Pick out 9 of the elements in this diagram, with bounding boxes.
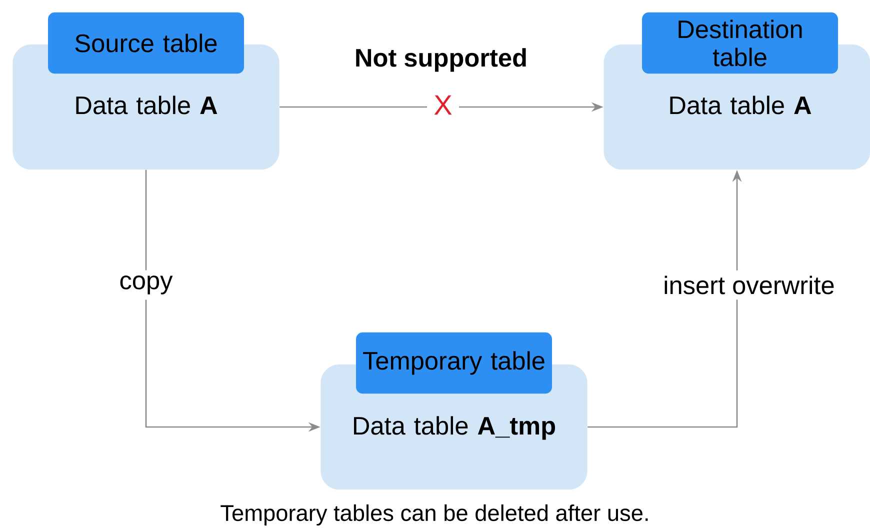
caption: Temporary tables can be deleted after use. <box>220 504 648 526</box>
edge-label: insert overwrite <box>658 270 840 300</box>
node-label: Destination <box>678 20 802 38</box>
table-box: Temporary table Data table A_tmp <box>320 332 588 490</box>
edge-label: Not supported <box>356 48 526 72</box>
edge-label: copy <box>114 270 178 300</box>
table-box: Destination table Data table A <box>604 12 870 170</box>
cross-mark: X <box>427 88 460 122</box>
table-box: Source table Data table A <box>12 12 280 170</box>
